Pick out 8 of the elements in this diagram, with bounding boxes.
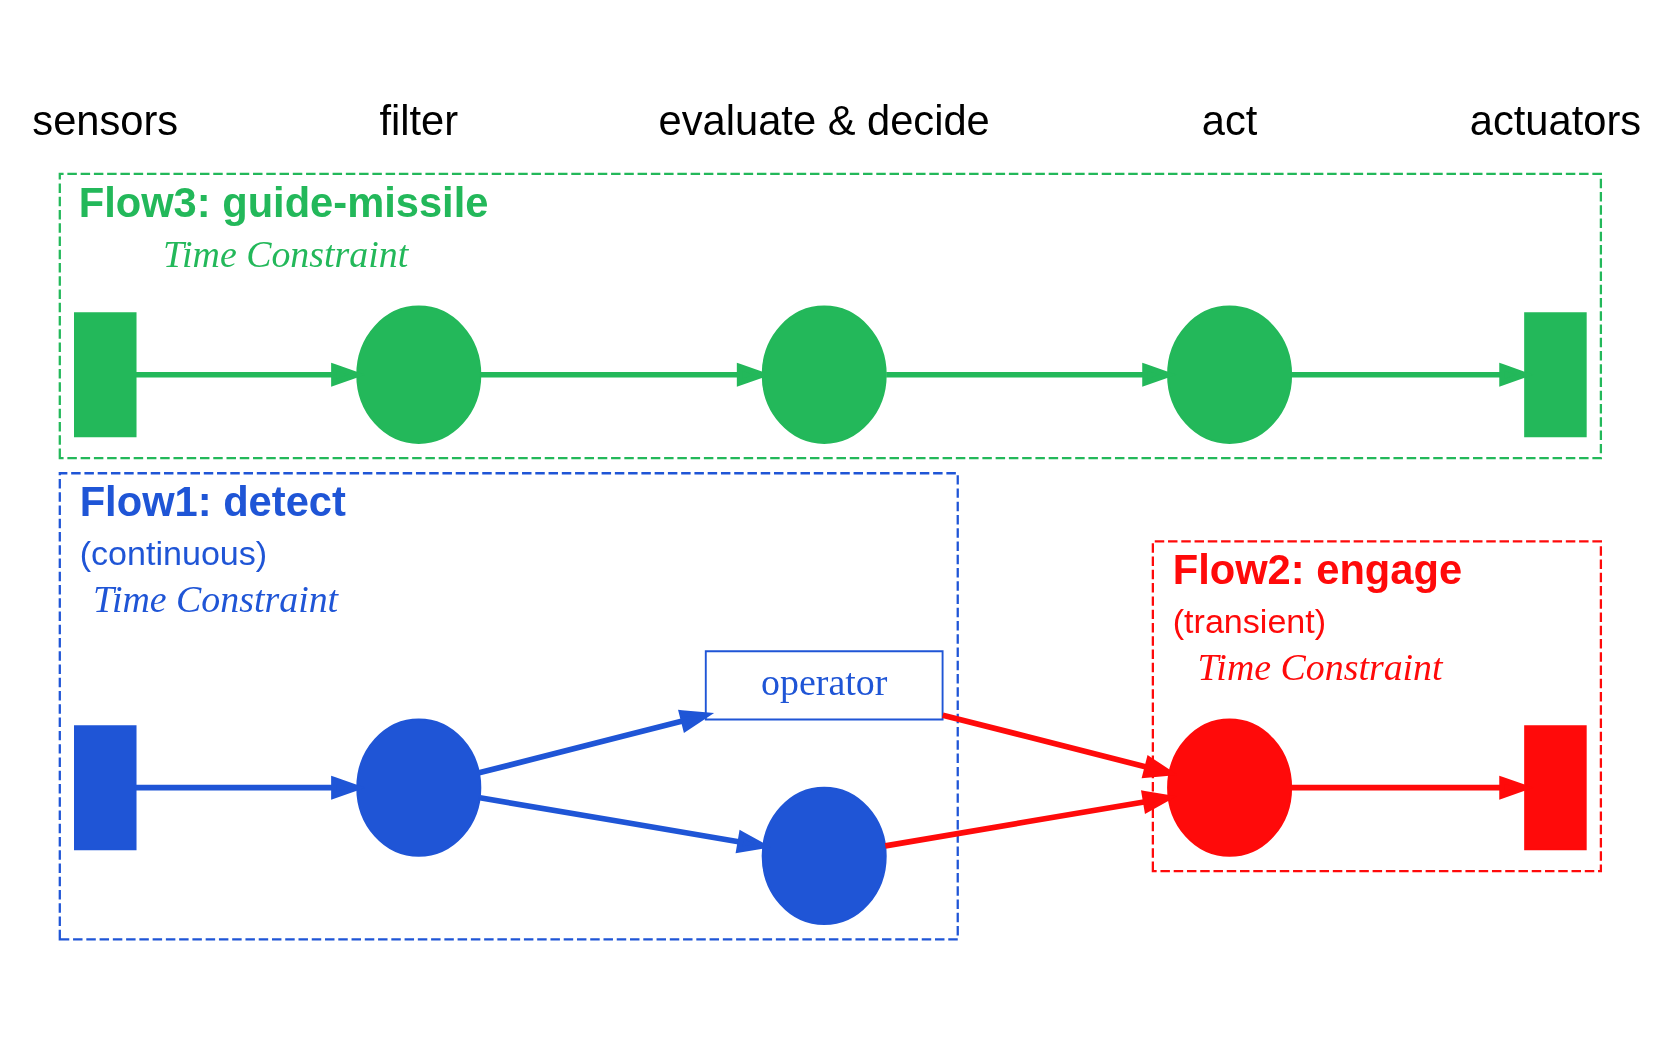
label: act [1201,96,1258,144]
node-label: Time Constraint [92,577,339,620]
node-label: Time Constraint [1197,645,1443,688]
label: actuators [1469,96,1642,144]
label: evaluate & decide [658,96,990,144]
node-label: Time Constraint [163,232,409,275]
label: sensors [32,96,179,144]
label: filter [379,96,459,144]
